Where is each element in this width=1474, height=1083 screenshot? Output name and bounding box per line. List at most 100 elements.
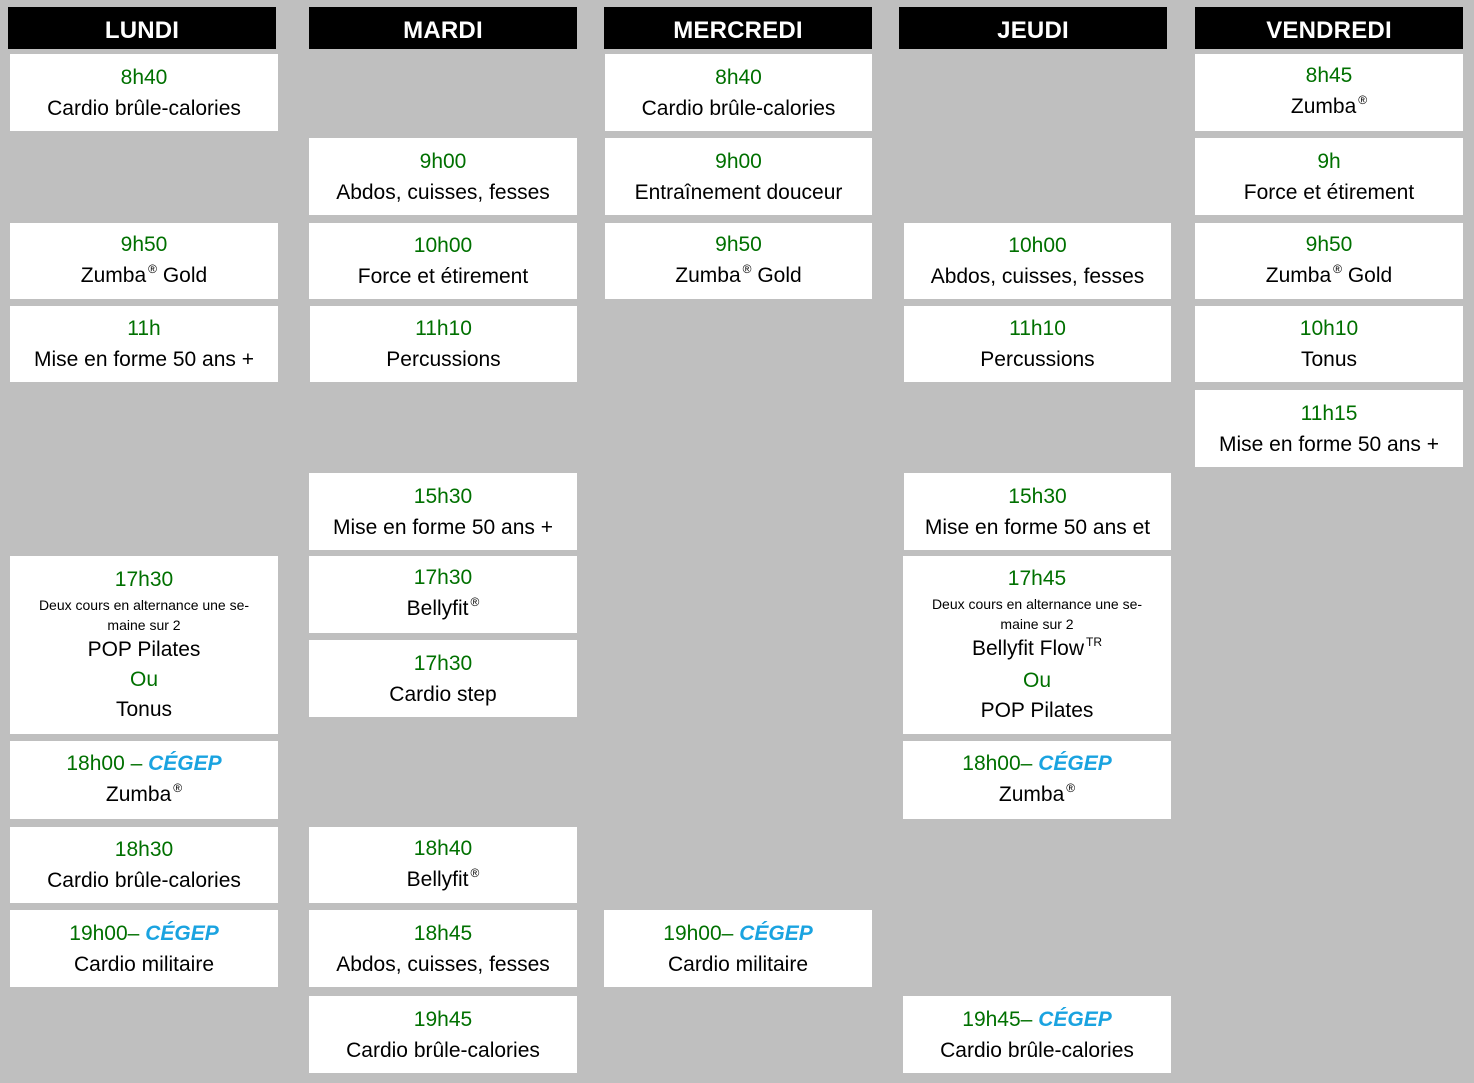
class-card: 11h Mise en forme 50 ans + bbox=[10, 306, 278, 382]
class-name-line: Zumba® Gold bbox=[1266, 260, 1392, 294]
class-time: 8h45 bbox=[1305, 64, 1353, 87]
class-time: 11h10 bbox=[1009, 317, 1066, 340]
class-time: 10h00 bbox=[413, 234, 473, 257]
class-name: Mise en forme 50 ans et bbox=[924, 515, 1151, 539]
registered-mark: ® bbox=[470, 865, 480, 880]
class-card: 9h50 Zumba® Gold bbox=[1195, 223, 1463, 299]
class-name: Zumba bbox=[105, 782, 172, 806]
class-name: Mise en forme 50 ans + bbox=[33, 348, 255, 371]
class-name: Cardio militaire bbox=[73, 952, 215, 976]
class-name-line: Zumba® bbox=[106, 779, 182, 813]
registered-mark: ® bbox=[1066, 780, 1076, 795]
trademark-mark: TR bbox=[1086, 635, 1103, 649]
class-name: Abdos, cuisses, fesses bbox=[930, 265, 1145, 288]
class-card: 9h00 Abdos, cuisses, fesses bbox=[309, 138, 577, 215]
class-name: Bellyfit Flow bbox=[971, 637, 1085, 660]
class-name: Percussions bbox=[980, 348, 1095, 371]
class-card: 18h40 Bellyfit® bbox=[309, 827, 577, 903]
class-name-line: Zumba® bbox=[1291, 91, 1367, 125]
class-time: 17h45 bbox=[1007, 567, 1067, 590]
class-card: 17h30 Bellyfit® bbox=[309, 556, 577, 633]
class-card: 15h30 Mise en forme 50 ans et bbox=[904, 473, 1171, 550]
class-time: 9h50 bbox=[715, 232, 762, 256]
class-time: 9h50 bbox=[1305, 232, 1353, 256]
time-value: 19h00– bbox=[69, 921, 146, 945]
class-name: Abdos, cuisses, fesses bbox=[336, 180, 550, 204]
class-card: 18h45 Abdos, cuisses, fesses bbox=[309, 910, 577, 987]
class-name-line: Zumba® Gold bbox=[81, 260, 207, 294]
class-card: 11h10 Percussions bbox=[310, 306, 577, 382]
class-card-alternating: 17h45 Deux cours en alternance une se-ma… bbox=[903, 556, 1171, 734]
class-time: 11h15 bbox=[1300, 401, 1358, 425]
cegep-location: CÉGEP bbox=[1038, 1007, 1112, 1031]
or-separator: Ou bbox=[1022, 669, 1051, 692]
class-time: 15h30 bbox=[413, 484, 473, 508]
class-name-suffix: Gold bbox=[751, 263, 802, 287]
class-name: Zumba bbox=[998, 782, 1065, 806]
class-name-suffix: Gold bbox=[1342, 263, 1393, 287]
class-card: 18h00 – CÉGEP Zumba® bbox=[10, 741, 278, 819]
class-time: 17h30 bbox=[413, 566, 473, 589]
registered-mark: ® bbox=[1358, 93, 1368, 107]
class-name: Zumba bbox=[675, 263, 741, 287]
class-name: Mise en forme 50 ans + bbox=[332, 515, 554, 539]
class-card: 19h45– CÉGEP Cardio brûle-calories bbox=[903, 996, 1171, 1073]
day-header-mardi: MARDI bbox=[309, 7, 577, 49]
cegep-location: CÉGEP bbox=[1038, 751, 1112, 775]
class-time: 10h00 bbox=[1008, 234, 1067, 257]
class-name-alt: POP Pilates bbox=[980, 699, 1094, 722]
class-card: 11h15 Mise en forme 50 ans + bbox=[1195, 390, 1463, 467]
class-name: POP Pilates bbox=[87, 638, 201, 661]
class-card: 8h45 Zumba® bbox=[1195, 54, 1463, 131]
class-card: 9h00 Entraînement douceur bbox=[605, 138, 872, 215]
class-name: Force et étirement bbox=[1243, 180, 1415, 204]
class-name-alt: Tonus bbox=[115, 698, 173, 721]
class-time: 18h40 bbox=[413, 836, 473, 860]
class-time: 11h10 bbox=[415, 317, 472, 340]
registered-mark: ® bbox=[470, 595, 480, 609]
class-name: Entraînement douceur bbox=[634, 180, 843, 204]
class-card: 11h10 Percussions bbox=[904, 306, 1171, 382]
class-name: Cardio brûle-calories bbox=[346, 1038, 540, 1062]
class-time: 18h30 bbox=[114, 838, 174, 861]
day-header-jeudi: JEUDI bbox=[899, 7, 1167, 49]
class-name: Bellyfit bbox=[406, 597, 469, 620]
class-card: 10h10 Tonus bbox=[1195, 306, 1463, 382]
class-time: 9h00 bbox=[419, 149, 467, 173]
time-value: 19h00– bbox=[663, 921, 740, 945]
class-time: 18h00 – CÉGEP bbox=[66, 748, 221, 779]
class-name-line: Zumba® Gold bbox=[675, 260, 801, 294]
class-time: 8h40 bbox=[715, 65, 762, 89]
class-card: 8h40 Cardio brûle-calories bbox=[10, 54, 278, 131]
class-card: 9h50 Zumba® Gold bbox=[605, 223, 872, 299]
class-time: 19h45– CÉGEP bbox=[962, 1004, 1111, 1035]
class-name: Abdos, cuisses, fesses bbox=[336, 952, 550, 976]
class-time: 15h30 bbox=[1008, 484, 1067, 508]
class-card: 10h00 Force et étirement bbox=[309, 223, 577, 299]
time-value: 18h00– bbox=[962, 751, 1039, 775]
class-name-line: Bellyfit® bbox=[407, 593, 480, 627]
day-header-vendredi: VENDREDI bbox=[1195, 7, 1463, 49]
registered-mark: ® bbox=[742, 261, 752, 276]
class-time: 18h45 bbox=[413, 921, 473, 945]
class-name: Mise en forme 50 ans + bbox=[1218, 432, 1440, 456]
class-name: Cardio brûle-calories bbox=[641, 96, 836, 120]
registered-mark: ® bbox=[148, 261, 157, 276]
class-name: Zumba bbox=[1265, 263, 1332, 287]
class-time: 18h00– CÉGEP bbox=[962, 748, 1111, 779]
class-card: 8h40 Cardio brûle-calories bbox=[605, 54, 872, 131]
class-time: 10h10 bbox=[1299, 317, 1359, 340]
class-name: Cardio brûle-calories bbox=[940, 1038, 1134, 1062]
class-time: 17h30 bbox=[114, 568, 174, 591]
cegep-location: CÉGEP bbox=[739, 921, 813, 945]
class-time: 17h30 bbox=[413, 651, 473, 675]
class-name-line: Zumba® bbox=[999, 779, 1075, 813]
class-time: 8h40 bbox=[120, 65, 168, 89]
class-card: 9h Force et étirement bbox=[1195, 138, 1463, 215]
class-name: Cardio brûle-calories bbox=[47, 869, 241, 892]
class-time: 9h50 bbox=[120, 232, 168, 256]
time-value: 18h00 – bbox=[66, 751, 149, 775]
class-card: 19h00– CÉGEP Cardio militaire bbox=[604, 910, 872, 987]
registered-mark: ® bbox=[173, 780, 183, 795]
class-card-alternating: 17h30 Deux cours en alternance une se-ma… bbox=[10, 556, 278, 734]
